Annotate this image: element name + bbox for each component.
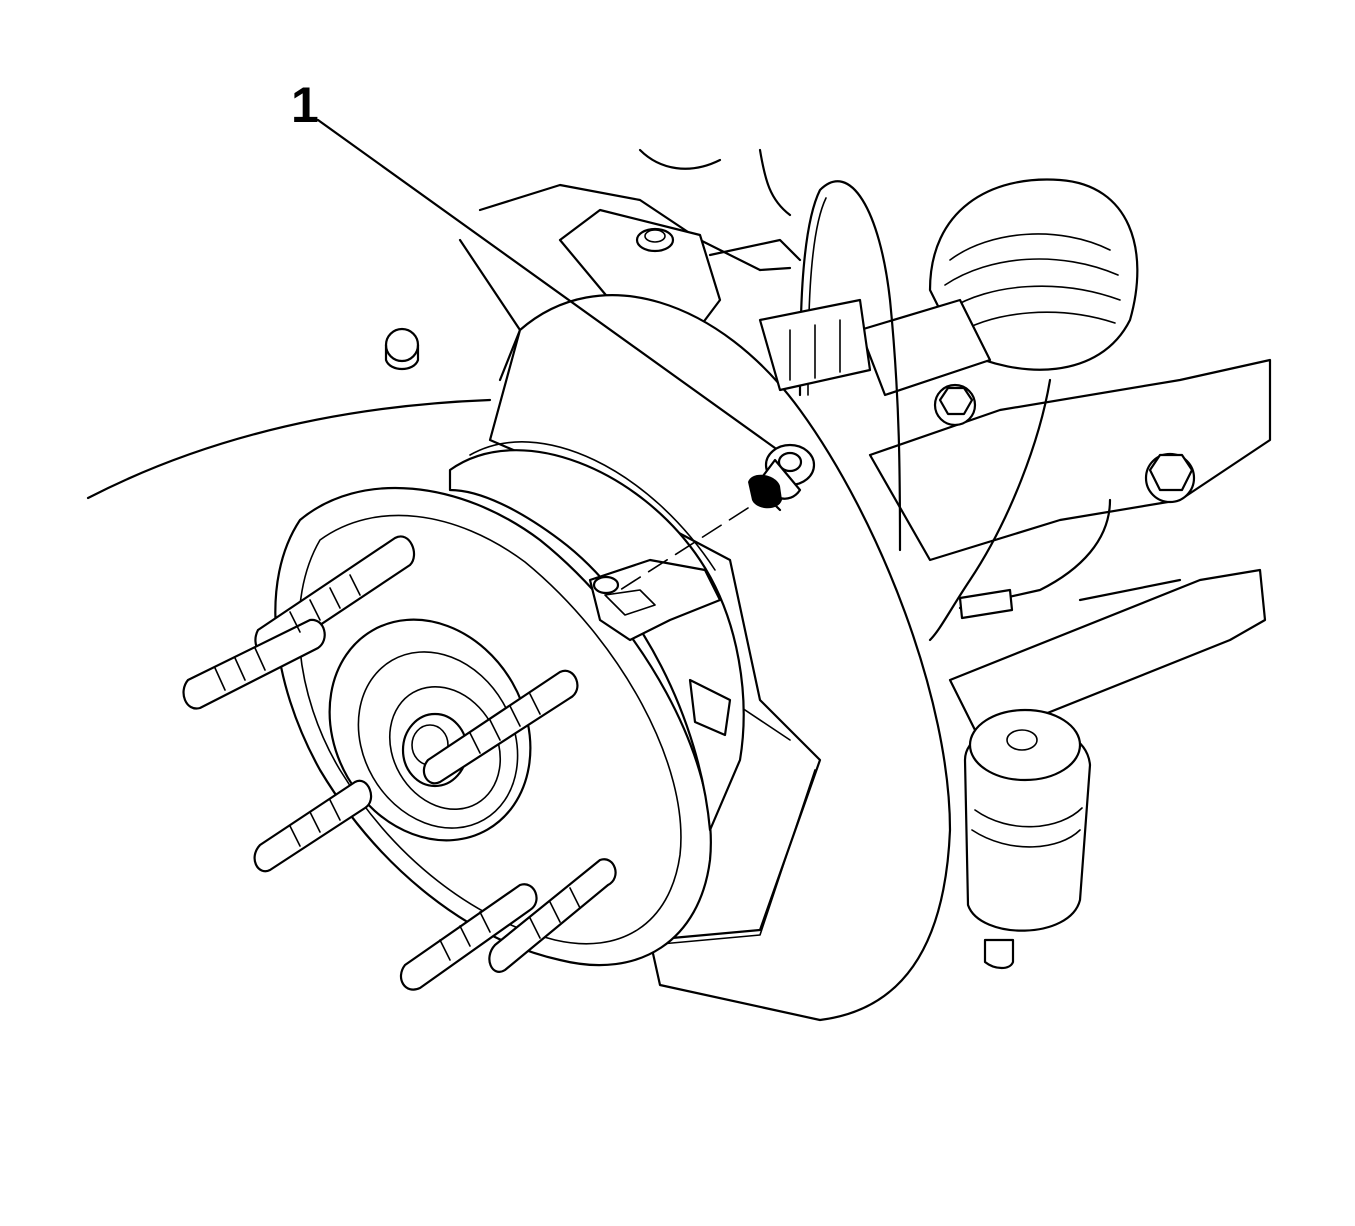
callout-leader-line	[316, 118, 777, 450]
callout-number-1: 1	[291, 77, 319, 133]
ball-joint	[963, 708, 1092, 970]
installation-path	[619, 507, 749, 591]
wheel-speed-sensor	[588, 558, 722, 642]
wheel-studs	[182, 535, 617, 991]
axle-boot	[858, 178, 1139, 397]
control-arm	[868, 358, 1272, 742]
sensor-wiring	[758, 180, 1112, 642]
sensor-bolt	[748, 443, 816, 512]
